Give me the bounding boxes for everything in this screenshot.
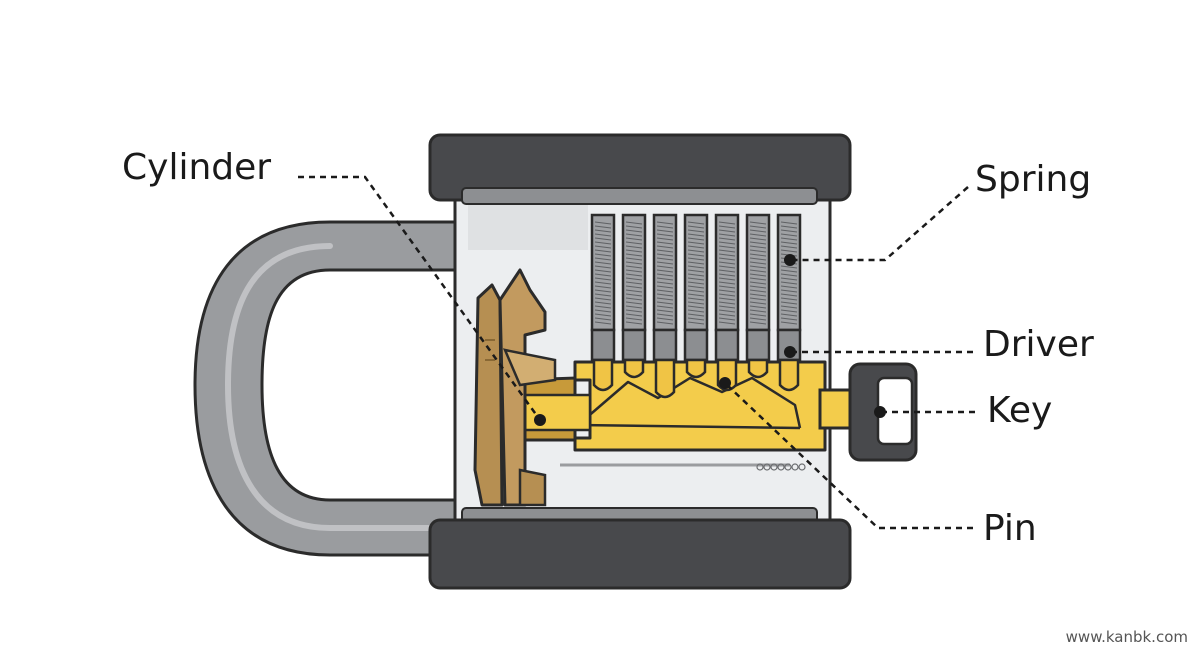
- spring-column: [745, 213, 771, 362]
- watermark: www.kanbk.com: [1065, 628, 1188, 646]
- pin-dot: [719, 377, 731, 389]
- ball-bearings: [756, 463, 806, 471]
- key-pin: [747, 358, 769, 379]
- spring-leader: [790, 186, 969, 262]
- key-pin: [592, 358, 614, 392]
- spring-column: [683, 213, 709, 362]
- key-pin: [623, 358, 645, 379]
- leader-lines: [298, 175, 975, 530]
- key-pin: [778, 358, 800, 392]
- driver-dot: [784, 346, 796, 358]
- label-driver: Driver: [983, 324, 1094, 365]
- label-cylinder: Cylinder: [122, 147, 272, 188]
- key-pin: [685, 358, 707, 379]
- spring-column: [652, 213, 678, 362]
- key-blade: [573, 360, 854, 452]
- label-spring: Spring: [975, 159, 1092, 200]
- spring-column: [776, 213, 802, 362]
- lock-body: [428, 133, 852, 590]
- spring-stack: [590, 213, 802, 362]
- cylinder-dot: [534, 414, 546, 426]
- label-pin: Pin: [983, 508, 1037, 549]
- label-key: Key: [987, 390, 1053, 431]
- pin-leader: [724, 382, 973, 530]
- key-dot: [874, 406, 886, 418]
- key-pin: [654, 358, 676, 399]
- spring-dot: [784, 254, 796, 266]
- cylinder-leader: [298, 175, 542, 421]
- leader-dots: [534, 254, 886, 426]
- spring-column: [590, 213, 616, 362]
- spring-column: [714, 213, 740, 362]
- spring-column: [621, 213, 647, 362]
